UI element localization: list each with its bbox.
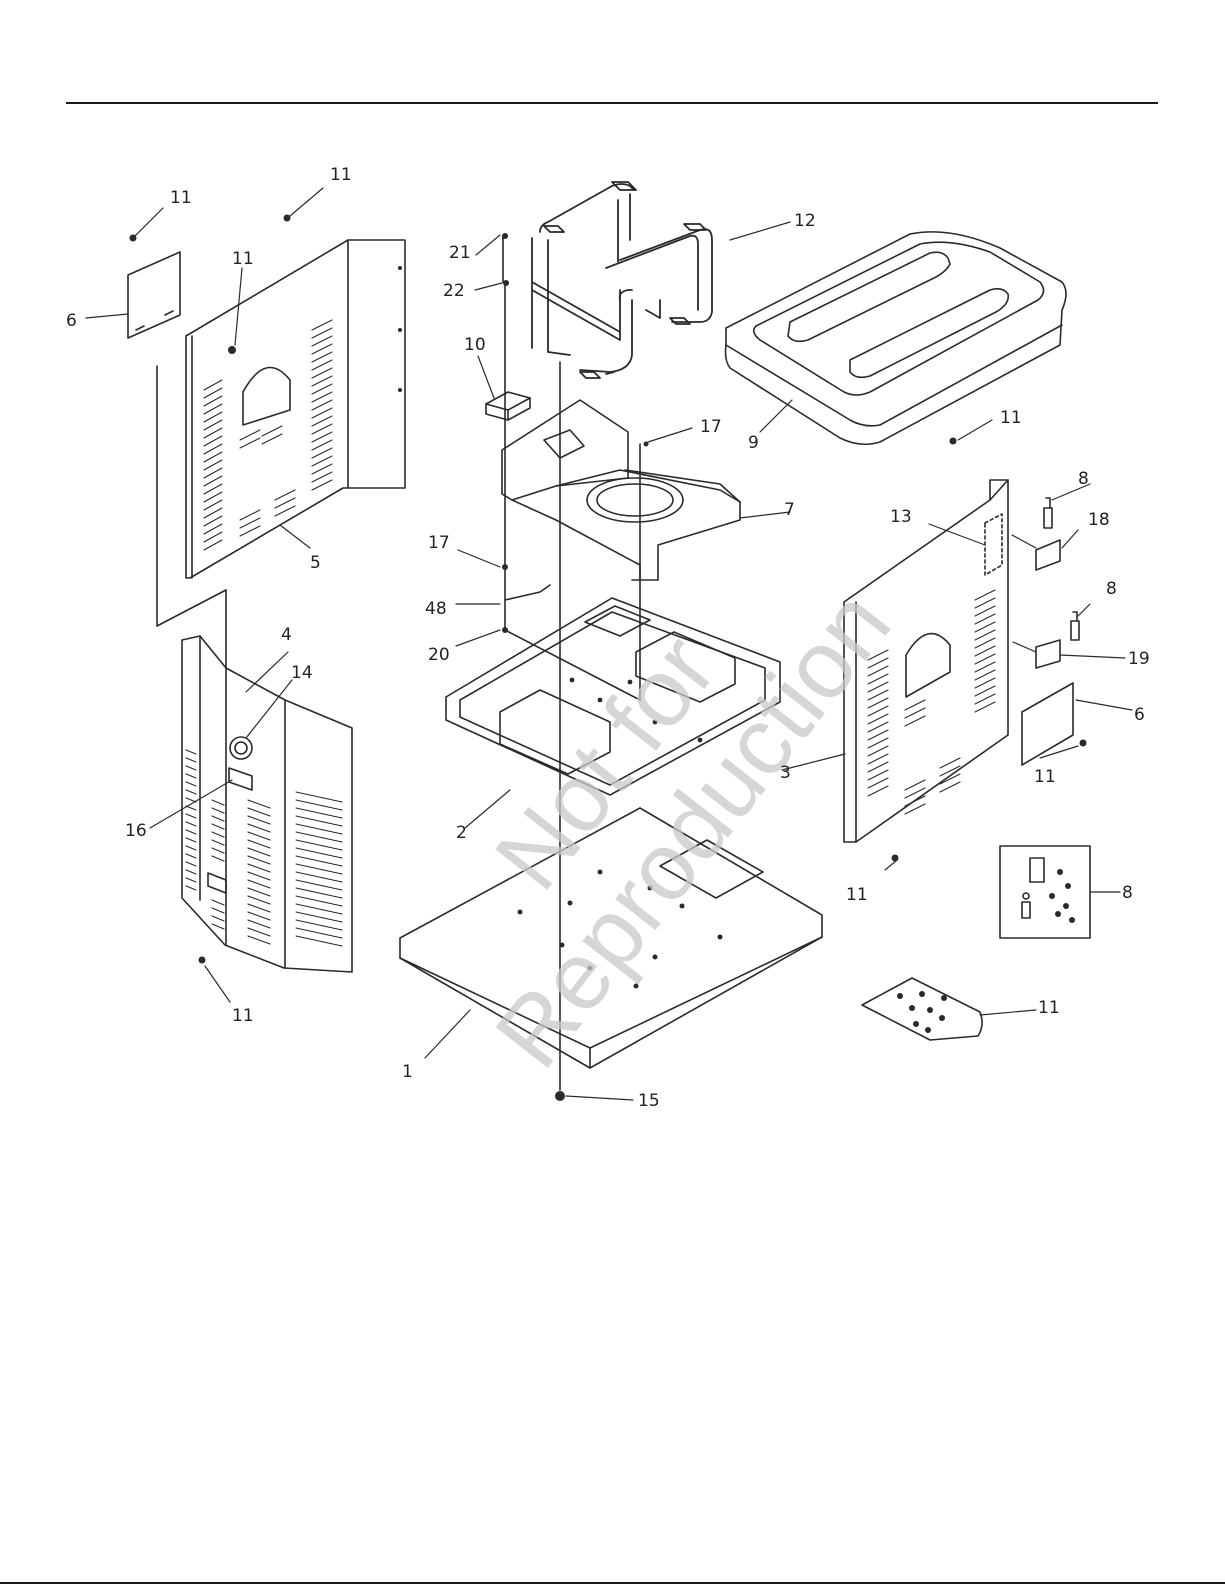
- callout-12: 12: [794, 211, 816, 231]
- callout-6-left: 6: [66, 311, 77, 331]
- callout-10: 10: [464, 335, 486, 355]
- hardware-kit-box: [1000, 846, 1090, 938]
- callout-11-e: 11: [1034, 767, 1056, 787]
- screw-bag: [862, 978, 982, 1040]
- callout-3: 3: [780, 763, 791, 783]
- callout-18: 18: [1088, 510, 1110, 530]
- callout-22: 22: [443, 281, 465, 301]
- callout-13: 13: [890, 507, 912, 527]
- callout-15: 15: [638, 1091, 660, 1111]
- callout-17-top: 17: [700, 417, 722, 437]
- callout-11-h: 11: [1038, 998, 1060, 1018]
- callout-11-b: 11: [330, 165, 352, 185]
- callout-5: 5: [310, 553, 321, 573]
- callout-14: 14: [291, 663, 313, 683]
- callout-19: 19: [1128, 649, 1150, 669]
- callout-11-f: 11: [846, 885, 868, 905]
- roll-frame-part: [532, 182, 712, 378]
- callout-48: 48: [425, 599, 447, 619]
- callout-9: 9: [748, 433, 759, 453]
- footer-rule: [0, 1582, 1225, 1584]
- callout-7: 7: [784, 500, 795, 520]
- label-part-18: [1036, 540, 1060, 570]
- connector-part-upper: [1044, 498, 1052, 528]
- rear-panel-part: [186, 240, 405, 578]
- watermark: Not for Reproduction: [389, 503, 912, 1087]
- label-part-19: [1036, 640, 1060, 668]
- callout-11-a: 11: [170, 188, 192, 208]
- callout-2: 2: [456, 823, 467, 843]
- callout-11-c: 11: [232, 249, 254, 269]
- callout-1: 1: [402, 1062, 413, 1082]
- callout-20: 20: [428, 645, 450, 665]
- callout-11-d: 11: [1000, 408, 1022, 428]
- callout-8-upper: 8: [1078, 469, 1089, 489]
- callout-8-middle: 8: [1106, 579, 1117, 599]
- cover-plate-part-left: [128, 252, 180, 338]
- callout-6-right: 6: [1134, 705, 1145, 725]
- callout-8-kit: 8: [1122, 883, 1133, 903]
- callout-17-left: 17: [428, 533, 450, 553]
- small-block-part: [486, 392, 530, 420]
- callout-21: 21: [449, 243, 471, 263]
- callout-16: 16: [125, 821, 147, 841]
- callout-11-g: 11: [232, 1006, 254, 1026]
- cover-plate-part-right: [1022, 683, 1073, 765]
- callout-4: 4: [281, 625, 292, 645]
